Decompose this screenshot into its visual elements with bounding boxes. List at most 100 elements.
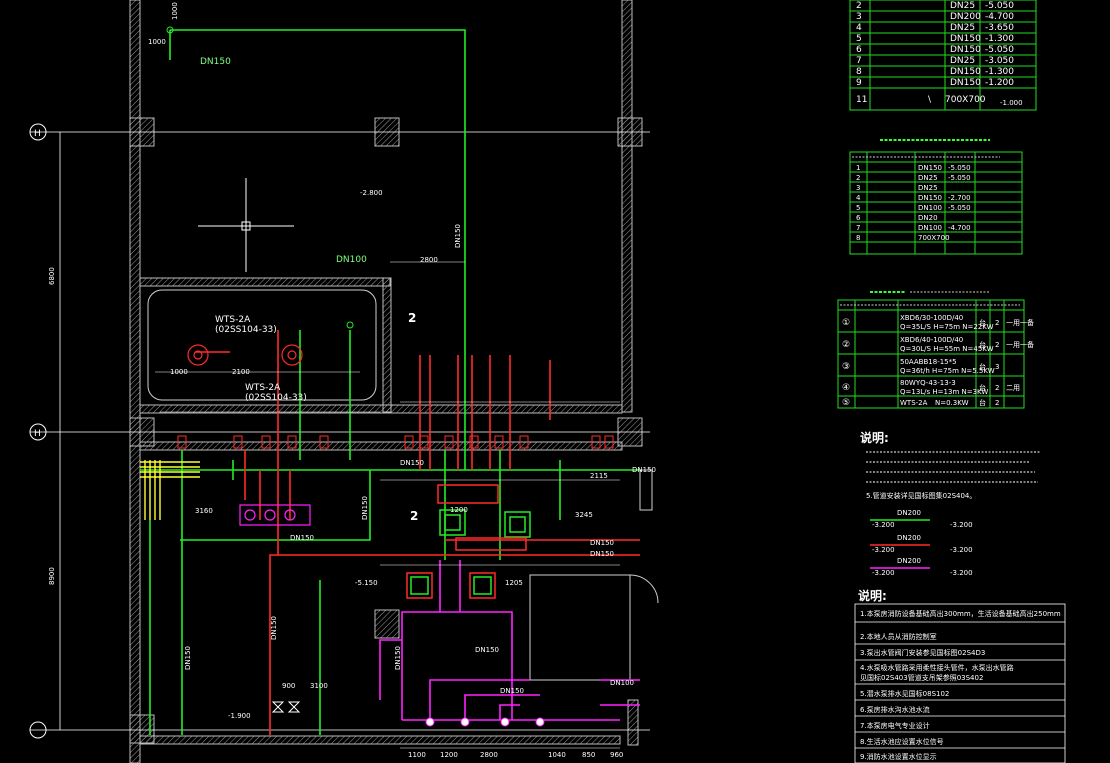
- dim-bottom-1200: 1200: [440, 751, 458, 759]
- label-dn150-mag-v: DN150: [394, 646, 402, 670]
- t2-r0-c1: DN150: [918, 164, 942, 172]
- t2-r3-c2: -2.700: [948, 194, 971, 202]
- t2-r1-c0: 2: [856, 174, 860, 182]
- t1-r6-c2: -1.300: [985, 67, 1014, 77]
- t1-note: -1.000: [1000, 99, 1023, 107]
- legend-1-elev: -3.200: [872, 521, 895, 529]
- notes1-placeholder-lines: [866, 451, 1040, 483]
- door-swing: [629, 574, 659, 604]
- t1-r5-c2: -3.050: [985, 56, 1014, 66]
- grid-lines: [30, 131, 650, 731]
- notes2-item-3: 3.泵出水管阀门安装参见国标图02S4D3: [860, 648, 985, 657]
- label-elev-b: -5.150: [355, 579, 378, 587]
- t3-r4-c4: 2: [995, 399, 999, 407]
- zone-label-2: 2: [408, 311, 416, 325]
- dim-1000-b: 1000: [148, 38, 166, 46]
- table-header-lines: [840, 156, 1020, 306]
- legend-3-elev: -3.200: [872, 569, 895, 577]
- zone-label-2b: 2: [410, 509, 418, 523]
- t1-r7-c2: -1.200: [985, 78, 1014, 88]
- t1-r0-c2: -5.050: [985, 1, 1014, 11]
- t3-r0-c2: Q=35L/S H=75m N=22KW: [900, 323, 994, 331]
- yellow-pipes: [140, 460, 200, 520]
- t3-r1-c2: Q=30L/S H=55m N=45KW: [900, 345, 994, 353]
- t2-r2-c0: 3: [856, 184, 860, 192]
- door-1: [639, 469, 653, 511]
- t1-r5-c1: DN25: [950, 56, 975, 66]
- table-headings: [870, 139, 990, 293]
- t1-r2-c2: -3.650: [985, 23, 1014, 33]
- t3-r0-c3: 台: [979, 318, 986, 327]
- t1-r3-c0: 5: [856, 34, 862, 44]
- t1-r3-c2: -1.300: [985, 34, 1014, 44]
- t1-r1-c0: 3: [856, 12, 862, 22]
- room-outline: [529, 574, 631, 681]
- dim-1205: 1205: [505, 579, 523, 587]
- t3-r3-c5: 二用: [1006, 384, 1020, 392]
- t2-r0-c2: -5.050: [948, 164, 971, 172]
- t1-r1-c1: DN200: [950, 12, 981, 22]
- dim-top-1000: 1000: [171, 2, 179, 20]
- t3-r2-c4: 3: [995, 363, 999, 371]
- t2-r7-c1: 700X700: [918, 234, 950, 242]
- t2-r6-c1: DN100: [918, 224, 942, 232]
- t3-r2-c0: ③: [842, 362, 850, 372]
- notes2-item-5: 5.潜水泵排水见国标08S102: [860, 689, 949, 698]
- t1-r7-c1: DN150: [950, 78, 981, 88]
- t1-r7-c0: 9: [856, 78, 862, 88]
- dim-2100: 2100: [232, 368, 250, 376]
- pool-pumps: [187, 344, 303, 366]
- dim-1000: 1000: [170, 368, 188, 376]
- grid-bubble-h3: [29, 721, 47, 739]
- t1-r6-c1: DN150: [950, 67, 981, 77]
- legend-1-elev2: -3.200: [950, 521, 973, 529]
- label-elev-c: -1.900: [228, 712, 251, 720]
- t3-r0-c5: 一用一备: [1006, 318, 1034, 327]
- t1-r3-c1: DN150: [950, 34, 981, 44]
- equipment-boxes: [406, 484, 531, 599]
- t1-r2-c1: DN25: [950, 23, 975, 33]
- label-dn150-mid: DN150: [400, 459, 424, 467]
- pool-outline: [147, 289, 377, 401]
- label-dn150-top: DN150: [200, 57, 231, 67]
- label-dn150-right: DN150: [632, 466, 656, 474]
- label-dn150-r2: DN150: [590, 539, 614, 547]
- legend-2-elev: -3.200: [872, 546, 895, 554]
- notes2-item-4: 4.水泵吸水管路采用柔性接头管件，水泵出水管路: [860, 663, 1014, 672]
- t2-r0-c0: 1: [856, 164, 860, 172]
- notes2-item-9: 9.消防水池设置水位显示: [860, 752, 937, 761]
- legend-2-elev2: -3.200: [950, 546, 973, 554]
- t3-r2-c2: Q=36t/h H=75m N=5.5KW: [900, 367, 995, 375]
- t1-r1-c2: -4.700: [985, 12, 1014, 22]
- legend-3-elev2: -3.200: [950, 569, 973, 577]
- dim-1200: 1200: [450, 506, 468, 514]
- notes2-title: 说明:: [858, 588, 887, 603]
- t2-r4-c1: DN100: [918, 204, 942, 212]
- t3-r4-c2: N=0.3KW: [935, 399, 969, 407]
- t2-r6-c0: 7: [856, 224, 860, 232]
- notes2-item-7: 7.本泵房电气专业设计: [860, 721, 930, 730]
- notes1-legend: DN200 -3.200 -3.200 DN200 -3.200 -3.200 …: [870, 509, 973, 577]
- legend-1-size: DN200: [897, 509, 921, 517]
- t3-r2-c3: 台: [979, 362, 986, 371]
- dim-bottom-1040: 1040: [548, 751, 566, 759]
- dim-8900: 8900: [48, 567, 56, 585]
- label-dn150-left: DN150: [361, 496, 369, 520]
- dimension-lines: [155, 261, 620, 749]
- dim-bottom-960: 960: [610, 751, 623, 759]
- t3-r4-c0: ⑤: [842, 398, 850, 408]
- t2-r7-c0: 8: [856, 234, 860, 242]
- t3-r1-c1: XBD6/40-100D/40: [900, 336, 963, 344]
- pump-skid: [239, 504, 311, 526]
- t2-r3-c0: 4: [856, 194, 861, 202]
- dim-900: 900: [282, 682, 295, 690]
- valve-top: [166, 26, 174, 34]
- label-dn100-top: DN100: [336, 255, 367, 265]
- dim-3100: 3100: [310, 682, 328, 690]
- t1-r0-c1: DN25: [950, 1, 975, 11]
- t2-r1-c1: DN25: [918, 174, 938, 182]
- t2-r3-c1: DN150: [918, 194, 942, 202]
- dim-3160: 3160: [195, 507, 213, 515]
